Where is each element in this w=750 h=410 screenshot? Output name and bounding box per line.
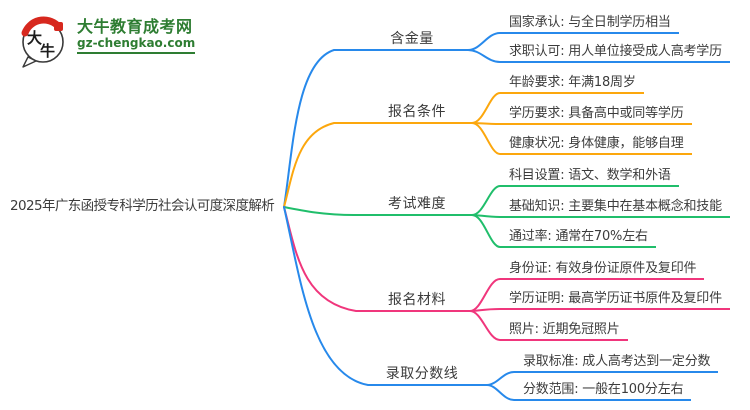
badge-char-da: 大	[27, 29, 42, 47]
daniu-badge-icon: 大 牛	[21, 16, 64, 68]
leaf-line-luqubiaozhun	[486, 371, 515, 386]
leaf-shenfenzheng: 身份证: 有效身份证原件及复印件	[500, 260, 705, 280]
site-name: 大牛教育成考网	[77, 17, 193, 36]
leaf-kemu-shezhi: 科目设置: 语文、数学和外语	[500, 167, 679, 187]
leaf-jichu-zhishi: 基础知识: 主要集中在基本概念和技能	[500, 198, 730, 218]
site-logo[interactable]: 大 牛 大牛教育成考网 gz-chengkao.com	[16, 12, 196, 70]
leaf-line-shenfenzheng	[469, 278, 501, 312]
leaf-line-kemu	[471, 185, 501, 216]
leaf-luqu-biaozhun: 录取标准: 成人高考达到一定分数	[514, 353, 719, 373]
leaf-zhaopian: 照片: 近期免冠照片	[500, 321, 628, 341]
site-domain: gz-chengkao.com	[77, 36, 196, 54]
badge-char-niu: 牛	[40, 42, 55, 60]
branch-label-baomingcailiao: 报名材料	[388, 292, 446, 308]
leaf-tongguolv: 通过率: 通常在70%左右	[500, 228, 656, 248]
leaf-line-tongguolv	[471, 214, 501, 248]
branch-line-kaoshinandu	[283, 206, 473, 216]
leaf-line-qiuzhi	[467, 49, 501, 63]
leaf-nianling-yaoqiu: 年龄要求: 年满18周岁	[500, 74, 644, 94]
leaf-fenshu-fanwei: 分数范围: 一般在100分左右	[514, 381, 692, 401]
leaf-line-jiankang	[471, 122, 501, 155]
branch-line-hanjinliang	[283, 49, 469, 208]
branch-label-baomingtiaojian: 报名条件	[388, 104, 446, 120]
leaf-jiankang-zhuangkuang: 健康状况: 身体健康，能够自理	[500, 135, 692, 155]
branch-label-luqufenshuxian: 录取分数线	[385, 366, 459, 382]
leaf-qiuzhi-renke: 求职认可: 用人单位接受成人高考学历	[500, 43, 730, 63]
leaf-line-fenshufanwei	[486, 384, 515, 401]
branch-label-kaoshinandu: 考试难度	[388, 196, 446, 212]
leaf-line-guojia	[467, 32, 501, 51]
leaf-xueli-yaoqiu: 学历要求: 具备高中或同等学历	[500, 105, 692, 125]
leaf-xueli-zhengming: 学历证明: 最高学历证书原件及复印件	[500, 290, 730, 310]
central-topic: 2025年广东函授专科学历社会认可度深度解析	[10, 198, 275, 214]
branch-label-hanjinliang: 含金量	[390, 31, 434, 47]
leaf-line-zhaopian	[469, 310, 501, 341]
leaf-line-nianling	[471, 92, 501, 124]
branch-line-baomingtiaojian	[283, 122, 473, 208]
branch-line-luqufenshuxian	[283, 206, 488, 386]
leaf-guojia-chengren: 国家承认: 与全日制学历相当	[500, 14, 679, 34]
